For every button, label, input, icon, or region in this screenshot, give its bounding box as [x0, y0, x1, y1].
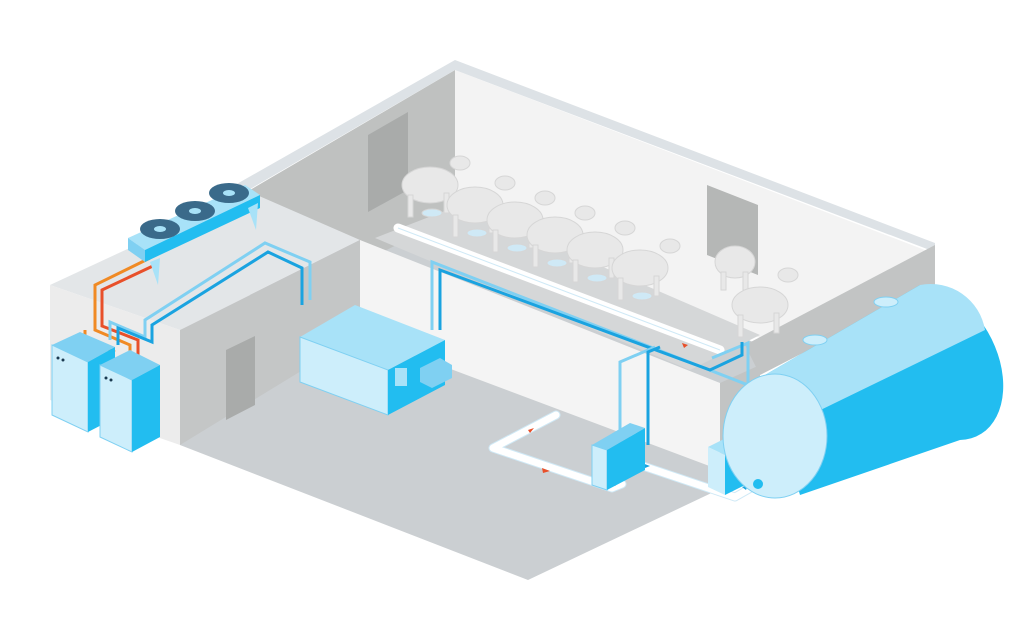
machine-room-inner-wall — [180, 240, 360, 445]
water-pipe-dark — [438, 267, 744, 372]
flow-arrow-icon — [528, 428, 534, 433]
condenser-fan-icon — [175, 201, 215, 221]
cow-icon — [611, 238, 681, 301]
cow-icon — [401, 155, 471, 218]
pipe-dark-blue — [116, 250, 304, 345]
right-wall-exterior — [745, 245, 935, 375]
flow-arrow-icon — [682, 343, 688, 348]
partition-wall — [360, 240, 720, 470]
tank-end — [722, 373, 828, 499]
air-handler-icon — [299, 305, 452, 416]
pipe-red — [100, 263, 156, 362]
condenser-fan-icon — [209, 183, 249, 203]
cow-icon — [566, 220, 636, 283]
milk-pipe-in — [489, 411, 626, 492]
building — [50, 60, 935, 580]
back-right-wall — [455, 70, 930, 338]
milk-line-outline — [397, 227, 721, 351]
cows — [401, 155, 799, 338]
cow-icon — [714, 245, 756, 291]
flow-arrow-icon — [542, 468, 550, 473]
back-door — [368, 112, 408, 212]
heat-exchanger-icon — [591, 423, 645, 491]
hx-pipe-light — [618, 345, 656, 458]
compressor-icon — [99, 350, 160, 453]
pipe-light-blue — [108, 241, 312, 340]
machine-room-roof — [50, 192, 360, 330]
cow-icon — [731, 267, 799, 338]
machine-room-door — [226, 336, 255, 420]
hx-pipe-dark — [646, 345, 661, 445]
condenser-unit — [128, 183, 260, 285]
condenser-fan-icon — [140, 219, 180, 239]
milk-tank-icon — [722, 283, 1004, 499]
